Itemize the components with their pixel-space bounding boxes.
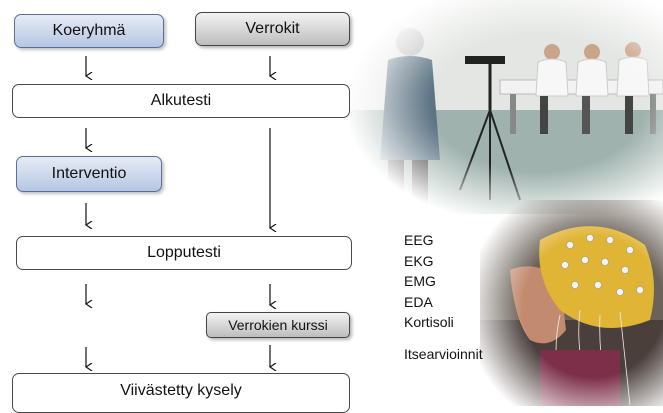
measurement-list: EEG EKG EMG EDA Kortisoli [404,230,454,333]
verrokien-kurssi-label: Verrokien kurssi [228,317,328,333]
viivastetty-kysely-label: Viivästetty kysely [120,382,242,399]
alkutesti-label: Alkutesti [150,92,212,109]
verrokit-box: Verrokit [195,12,350,46]
verrokien-kurssi-box: Verrokien kurssi [206,312,350,338]
eeg-cap-photo [480,200,663,406]
koeryhma-box: Koeryhmä [14,14,164,48]
koeryhma-label: Koeryhmä [52,22,126,39]
alkutesti-box: Alkutesti [12,84,350,118]
measure-kortisoli: Kortisoli [404,314,454,330]
verrokit-label: Verrokit [245,20,300,37]
measure-eda: EDA [404,293,433,310]
measure-emg: EMG [404,273,436,289]
test-situation-photo [350,0,663,214]
measure-eeg: EEG [404,232,434,248]
lopputesti-box: Lopputesti [16,236,352,270]
lopputesti-label: Lopputesti [147,244,221,261]
self-evaluation-label: Itsearvioinnit [404,346,483,362]
measure-ekg: EKG [404,252,434,269]
interventio-box: Interventio [16,156,162,192]
interventio-label: Interventio [51,165,127,182]
